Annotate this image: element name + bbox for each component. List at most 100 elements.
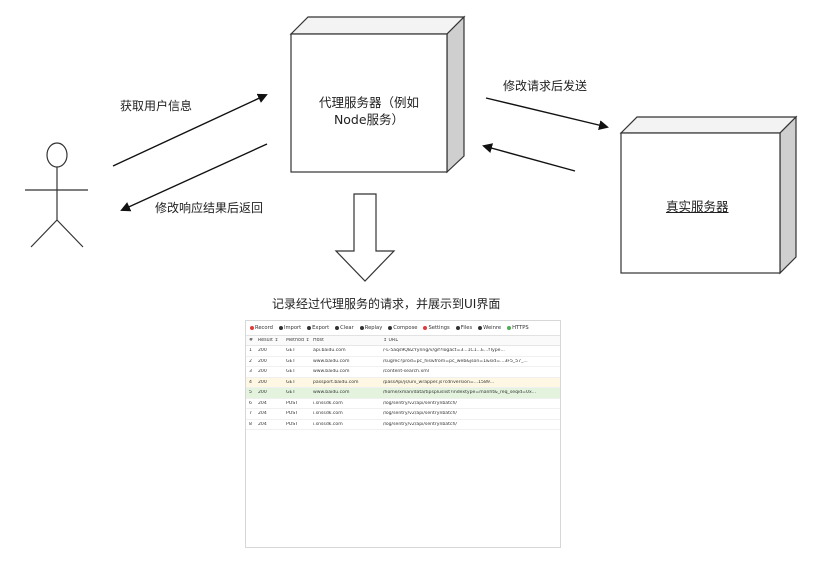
weinre-icon <box>478 326 483 330</box>
toolbar-label: Compose <box>393 325 418 331</box>
ui-toolbar: Record Import Export Clear Replay Compose Sett… <box>246 321 560 336</box>
column-header[interactable]: Result ↕ <box>258 338 279 343</box>
table-row[interactable]: 1 200 GET api.baidu.com /-L-5aqs9Q8ZYynng/v/… <box>246 346 560 357</box>
column-header[interactable]: Host <box>313 338 324 343</box>
clear-icon <box>335 326 340 330</box>
table-cell-result: 200 <box>258 348 267 354</box>
table-row[interactable]: 5 200 GET www.baidu.com/home/xman/data/tips… <box>246 388 560 399</box>
column-header[interactable]: ↕ URL <box>383 338 399 343</box>
table-cell-result: 204 <box>258 421 267 427</box>
toolbar-settings-button[interactable]: Settings <box>423 325 450 331</box>
table-cell-result: 204 <box>258 400 267 406</box>
table-cell-result: 200 <box>258 390 267 396</box>
toolbar-label: Clear <box>340 325 354 331</box>
proxy-server-box <box>289 15 466 174</box>
table-cell-method: GET <box>286 390 296 396</box>
table-cell-host: i.snssdk.com <box>313 400 343 406</box>
real-server-box <box>619 115 798 275</box>
table-cell-url: /home/xman/data/tipspluslist?indextype=m… <box>383 390 537 396</box>
toolbar-record-button[interactable]: Record <box>250 325 273 331</box>
real-server-label: 真实服务器 <box>666 199 729 214</box>
toolbar-clear-button[interactable]: Clear <box>335 325 354 331</box>
compose-icon <box>388 326 393 330</box>
files-icon <box>455 326 460 330</box>
table-cell-url: /content-search.xml <box>383 369 429 375</box>
table-cell-url: /log/sentry/v2/api/sentrynbatch/ <box>383 400 457 406</box>
toolbar-replay-button[interactable]: Replay <box>359 325 383 331</box>
toolbar-https-button[interactable]: HTTPS <box>507 325 529 331</box>
table-cell-host: www.baidu.com <box>313 358 350 364</box>
get-user-info-label: 获取用户信息 <box>120 99 193 113</box>
toolbar-label: Settings <box>428 325 450 331</box>
table-cell-num: 8 <box>249 421 252 427</box>
ui-table-header: # Result ↕ Method ↕Host ↕ URL <box>246 336 560 346</box>
toolbar-label: Replay <box>364 325 383 331</box>
export-icon <box>307 326 312 330</box>
table-row[interactable]: 4 200 GET passport.baidu.com/passApi/js/uni… <box>246 377 560 388</box>
arrow-proxy-to-server <box>485 97 609 130</box>
arrow-server-to-proxy <box>482 143 576 172</box>
toolbar-files-button[interactable]: Files <box>455 325 473 331</box>
table-row[interactable]: 3 200 GET www.baidu.com/content-search.xml <box>246 367 560 378</box>
table-cell-num: 1 <box>249 348 252 354</box>
table-cell-method: GET <box>286 379 296 385</box>
toolbar-compose-button[interactable]: Compose <box>388 325 417 331</box>
modify-response-label: 修改响应结果后返回 <box>155 201 264 215</box>
table-row[interactable]: 7 204 POST i.snssdk.com/log/sentry/v2/api/s… <box>246 409 560 420</box>
down-arrow-icon <box>334 193 396 282</box>
table-cell-method: GET <box>286 369 296 375</box>
toolbar-label: Record <box>255 325 273 331</box>
table-cell-result: 204 <box>258 411 267 417</box>
table-cell-num: 7 <box>249 411 252 417</box>
table-cell-method: POST <box>286 421 299 427</box>
column-header[interactable]: Method ↕ <box>286 338 310 343</box>
arrow-user-to-proxy <box>112 93 268 167</box>
table-cell-num: 2 <box>249 358 252 364</box>
toolbar-import-button[interactable]: Import <box>278 325 302 331</box>
table-cell-method: GET <box>286 348 296 354</box>
table-cell-url: /log/sentry/v2/api/sentrynbatch/ <box>383 421 457 427</box>
table-cell-host: i.snssdk.com <box>313 411 343 417</box>
proxy-server-label: 代理服务器（例如 Node服务） <box>318 95 419 127</box>
table-cell-host: api.baidu.com <box>313 348 346 354</box>
column-header[interactable]: # <box>249 338 254 343</box>
record-icon <box>250 326 254 330</box>
toolbar-label: Export <box>312 325 330 331</box>
modify-request-label: 修改请求后发送 <box>503 79 588 93</box>
table-cell-url: /log/sentry/v2/api/sentrynbatch/ <box>383 411 457 417</box>
toolbar-label: HTTPS <box>512 325 529 331</box>
table-row[interactable]: 2 200 GET www.baidu.com/sugrec?prod=pc_his&… <box>246 356 560 367</box>
table-row[interactable]: 6 204 POST i.snssdk.com/log/sentry/v2/api/s… <box>246 398 560 409</box>
table-cell-host: www.baidu.com <box>313 369 350 375</box>
table-cell-result: 200 <box>258 358 267 364</box>
toolbar-weinre-button[interactable]: Weinre <box>478 325 501 331</box>
proxy-ui-screenshot: Record Import Export Clear Replay Compose Sett… <box>245 320 561 548</box>
table-cell-num: 5 <box>249 390 252 396</box>
import-icon <box>278 326 283 330</box>
user-actor-icon <box>25 142 88 248</box>
settings-icon <box>423 326 428 330</box>
arrow-proxy-to-user <box>120 143 268 212</box>
toolbar-label: Files <box>460 325 473 331</box>
table-cell-url: /passApi/js/uni_wrapper.js?cdnversion=..… <box>383 379 495 385</box>
table-cell-url: /-L-5aqs9Q8ZYynng/v/gif?logact=3...1C1..… <box>383 348 505 354</box>
table-cell-url: /sugrec?prod=pc_his&from=pc_web&json=1&s… <box>383 358 528 364</box>
table-cell-method: GET <box>286 358 296 364</box>
https-icon <box>507 326 512 330</box>
table-cell-num: 4 <box>249 379 252 385</box>
table-cell-host: passport.baidu.com <box>313 379 359 385</box>
table-cell-num: 6 <box>249 400 252 406</box>
table-cell-result: 200 <box>258 379 267 385</box>
toolbar-label: Weinre <box>483 325 502 331</box>
table-cell-result: 200 <box>258 369 267 375</box>
toolbar-export-button[interactable]: Export <box>307 325 329 331</box>
table-cell-method: POST <box>286 400 299 406</box>
table-cell-num: 3 <box>249 369 252 375</box>
toolbar-label: Import <box>283 325 302 331</box>
record-caption: 记录经过代理服务的请求，并展示到UI界面 <box>272 297 501 311</box>
table-cell-method: POST <box>286 411 299 417</box>
table-cell-host: www.baidu.com <box>313 390 350 396</box>
